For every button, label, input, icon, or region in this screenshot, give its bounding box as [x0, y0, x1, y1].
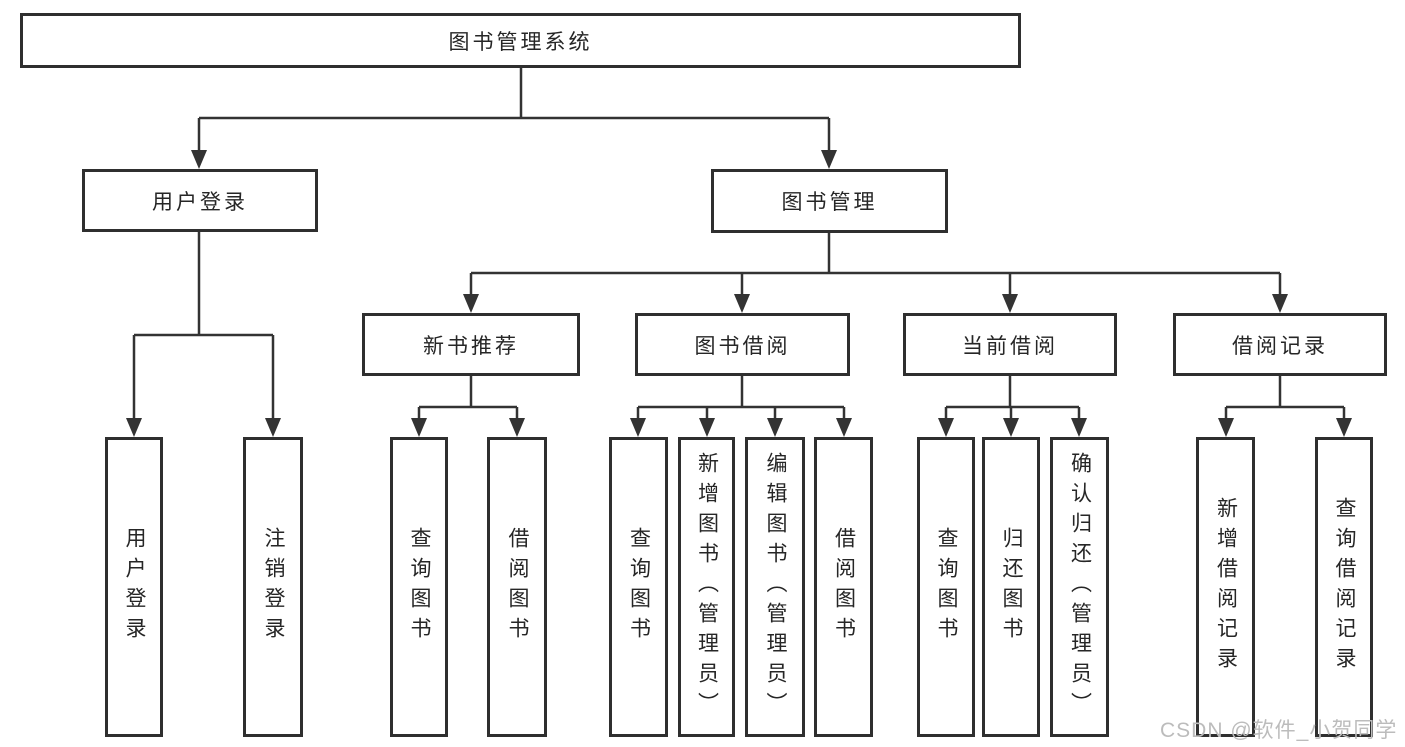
- connector-user-login: [126, 232, 281, 437]
- leaf-add-book-admin: 新增图书（管理员）: [678, 437, 735, 737]
- leaf-rec-query-book: 查询图书: [390, 437, 448, 737]
- leaf-edit-book-admin: 编辑图书（管理员）: [745, 437, 805, 737]
- leaf-rec-borrow-book-label: 借阅图书: [506, 527, 530, 647]
- leaf-return-book: 归还图书: [982, 437, 1040, 737]
- leaf-borrow-book: 借阅图书: [814, 437, 873, 737]
- leaf-edit-book-admin-label: 编辑图书（管理员）: [764, 452, 788, 722]
- connector-book-borrow: [630, 376, 852, 437]
- node-book-mgmt: 图书管理: [711, 169, 948, 233]
- leaf-add-borrow-record: 新增借阅记录: [1196, 437, 1255, 737]
- leaf-confirm-return-admin: 确认归还（管理员）: [1050, 437, 1109, 737]
- node-book-mgmt-label: 图书管理: [781, 191, 878, 214]
- leaf-borrow-query-book-label: 查询图书: [627, 527, 651, 647]
- leaf-logout: 注销登录: [243, 437, 303, 737]
- leaf-borrow-book-label: 借阅图书: [832, 527, 856, 647]
- leaf-confirm-return-admin-label: 确认归还（管理员）: [1068, 452, 1092, 722]
- leaf-user-login-label: 用户登录: [123, 527, 147, 647]
- connector-book-mgmt: [463, 233, 1288, 313]
- node-user-login: 用户登录: [82, 169, 318, 232]
- node-current-borrow: 当前借阅: [903, 313, 1117, 376]
- connector-new-book: [411, 376, 525, 437]
- node-new-book-rec: 新书推荐: [362, 313, 580, 376]
- node-borrow-records: 借阅记录: [1173, 313, 1387, 376]
- leaf-query-borrow-record-label: 查询借阅记录: [1333, 497, 1357, 677]
- connector-borrow-records: [1218, 376, 1352, 437]
- node-borrow-records-label: 借阅记录: [1232, 334, 1328, 358]
- node-book-borrow: 图书借阅: [635, 313, 850, 376]
- leaf-query-borrow-record: 查询借阅记录: [1315, 437, 1373, 737]
- leaf-logout-label: 注销登录: [262, 527, 286, 647]
- connector-current-borrow: [938, 376, 1087, 437]
- leaf-rec-query-book-label: 查询图书: [408, 527, 432, 647]
- node-current-borrow-label: 当前借阅: [962, 334, 1058, 358]
- node-root: 图书管理系统: [20, 13, 1021, 68]
- node-user-login-label: 用户登录: [152, 190, 248, 214]
- leaf-current-query-book: 查询图书: [917, 437, 975, 737]
- leaf-rec-borrow-book: 借阅图书: [487, 437, 547, 737]
- node-book-borrow-label: 图书借阅: [694, 334, 791, 358]
- node-new-book-rec-label: 新书推荐: [423, 334, 519, 358]
- leaf-borrow-query-book: 查询图书: [609, 437, 668, 737]
- connector-root: [191, 68, 837, 169]
- node-root-label: 图书管理系统: [448, 30, 593, 54]
- leaf-add-borrow-record-label: 新增借阅记录: [1214, 497, 1238, 677]
- leaf-return-book-label: 归还图书: [1000, 527, 1024, 647]
- leaf-current-query-book-label: 查询图书: [935, 527, 959, 647]
- csdn-watermark: CSDN @软件_小贺同学: [1160, 719, 1398, 742]
- leaf-add-book-admin-label: 新增图书（管理员）: [695, 452, 719, 722]
- leaf-user-login: 用户登录: [105, 437, 163, 737]
